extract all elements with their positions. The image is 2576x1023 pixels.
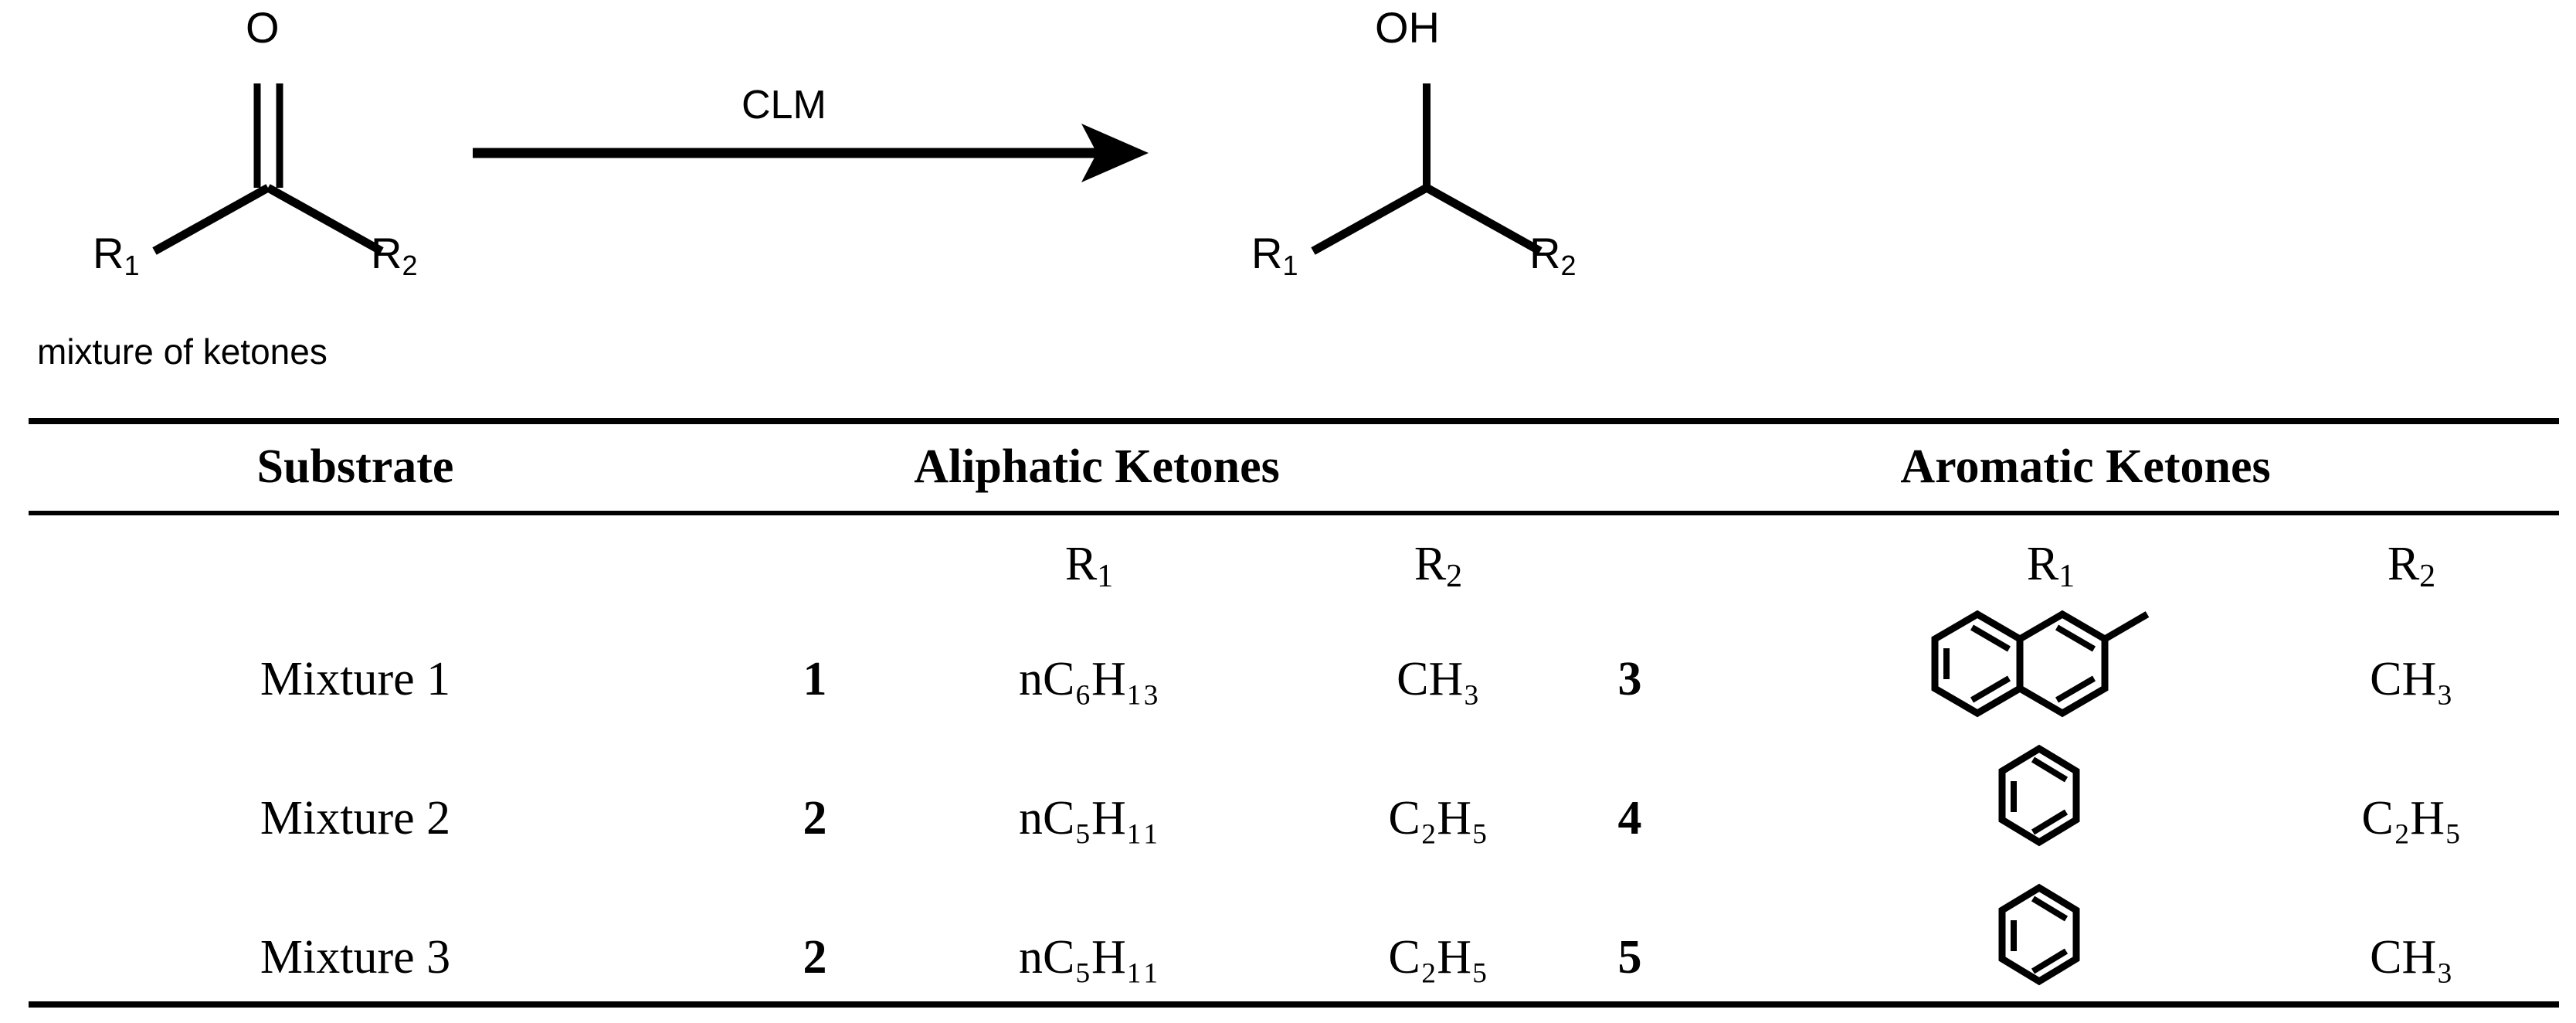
cell-aliphatic-r1: nC₅H₁₁ xyxy=(1019,931,1159,984)
cell-aromatic-r2: C₂H₅ xyxy=(2361,792,2462,845)
cell-aliphatic-r1: nC₅H₁₁ xyxy=(1019,792,1159,845)
cell-aromatic-number: 5 xyxy=(1617,931,1642,984)
column-header-aliphatic-ketones: Aliphatic Ketones xyxy=(914,440,1280,493)
alcohol-r2-label: R2 xyxy=(1529,229,1576,282)
cell-aromatic-r1-benzene-structure xyxy=(1977,729,2101,879)
column-header-aromatic-ketones: Aromatic Ketones xyxy=(1900,440,2271,493)
ketone-r1-bond xyxy=(152,184,270,255)
ketone-r2-label: R2 xyxy=(371,229,418,282)
alcohol-r1-label: R1 xyxy=(1251,229,1298,282)
cell-aromatic-r2: CH₃ xyxy=(2370,931,2453,984)
cell-aliphatic-r1: nC₆H₁₃ xyxy=(1019,653,1159,705)
subheader-aliphatic-r2: R2 xyxy=(1414,538,1463,595)
table-rule-header xyxy=(29,511,2559,515)
hydroxyl-label: OH xyxy=(1375,3,1440,52)
cell-aliphatic-r2: C₂H₅ xyxy=(1388,931,1488,984)
subheader-aromatic-r1: R1 xyxy=(2026,538,2075,595)
cell-substrate: Mixture 3 xyxy=(260,931,451,984)
cell-aromatic-r1-benzene-structure xyxy=(1977,868,2101,1018)
column-header-substrate: Substrate xyxy=(256,440,454,493)
subheader-aliphatic-r1: R1 xyxy=(1064,538,1114,595)
cell-aromatic-number: 3 xyxy=(1617,653,1642,705)
cell-substrate: Mixture 1 xyxy=(260,653,451,705)
cell-aliphatic-r2: CH₃ xyxy=(1397,653,1480,705)
cell-aromatic-r1-naphthalene-structure xyxy=(1912,593,2167,743)
carbonyl-oxygen-label: O xyxy=(246,3,280,52)
cell-aliphatic-number: 2 xyxy=(803,931,827,984)
scheme-bond-drawing xyxy=(152,83,1543,255)
alcohol-r1-bond xyxy=(1311,184,1429,255)
alcohol-r2-bond xyxy=(1424,184,1543,255)
ketone-r1-label: R1 xyxy=(93,229,140,282)
reaction-condition-label: CLM xyxy=(742,83,826,127)
cell-aromatic-number: 4 xyxy=(1617,792,1642,845)
cell-aromatic-r2: CH₃ xyxy=(2370,653,2453,705)
reaction-arrow-head xyxy=(1081,124,1149,182)
cell-aliphatic-number: 2 xyxy=(803,792,827,845)
reaction-scheme: O R1 R2 mixture of ketones CLM OH R1 R2 xyxy=(0,0,2576,417)
subheader-aromatic-r2: R2 xyxy=(2387,538,2436,595)
table-rule-bottom xyxy=(29,1001,2559,1008)
reactant-caption: mixture of ketones xyxy=(37,331,328,372)
cell-aliphatic-r2: C₂H₅ xyxy=(1388,792,1488,845)
table-rule-top xyxy=(29,418,2559,424)
cell-aliphatic-number: 1 xyxy=(803,653,827,705)
ketone-r2-bond xyxy=(266,184,384,255)
substrate-table: Substrate Aliphatic Ketones Aromatic Ket… xyxy=(0,413,2576,1023)
cell-substrate: Mixture 2 xyxy=(260,792,451,845)
